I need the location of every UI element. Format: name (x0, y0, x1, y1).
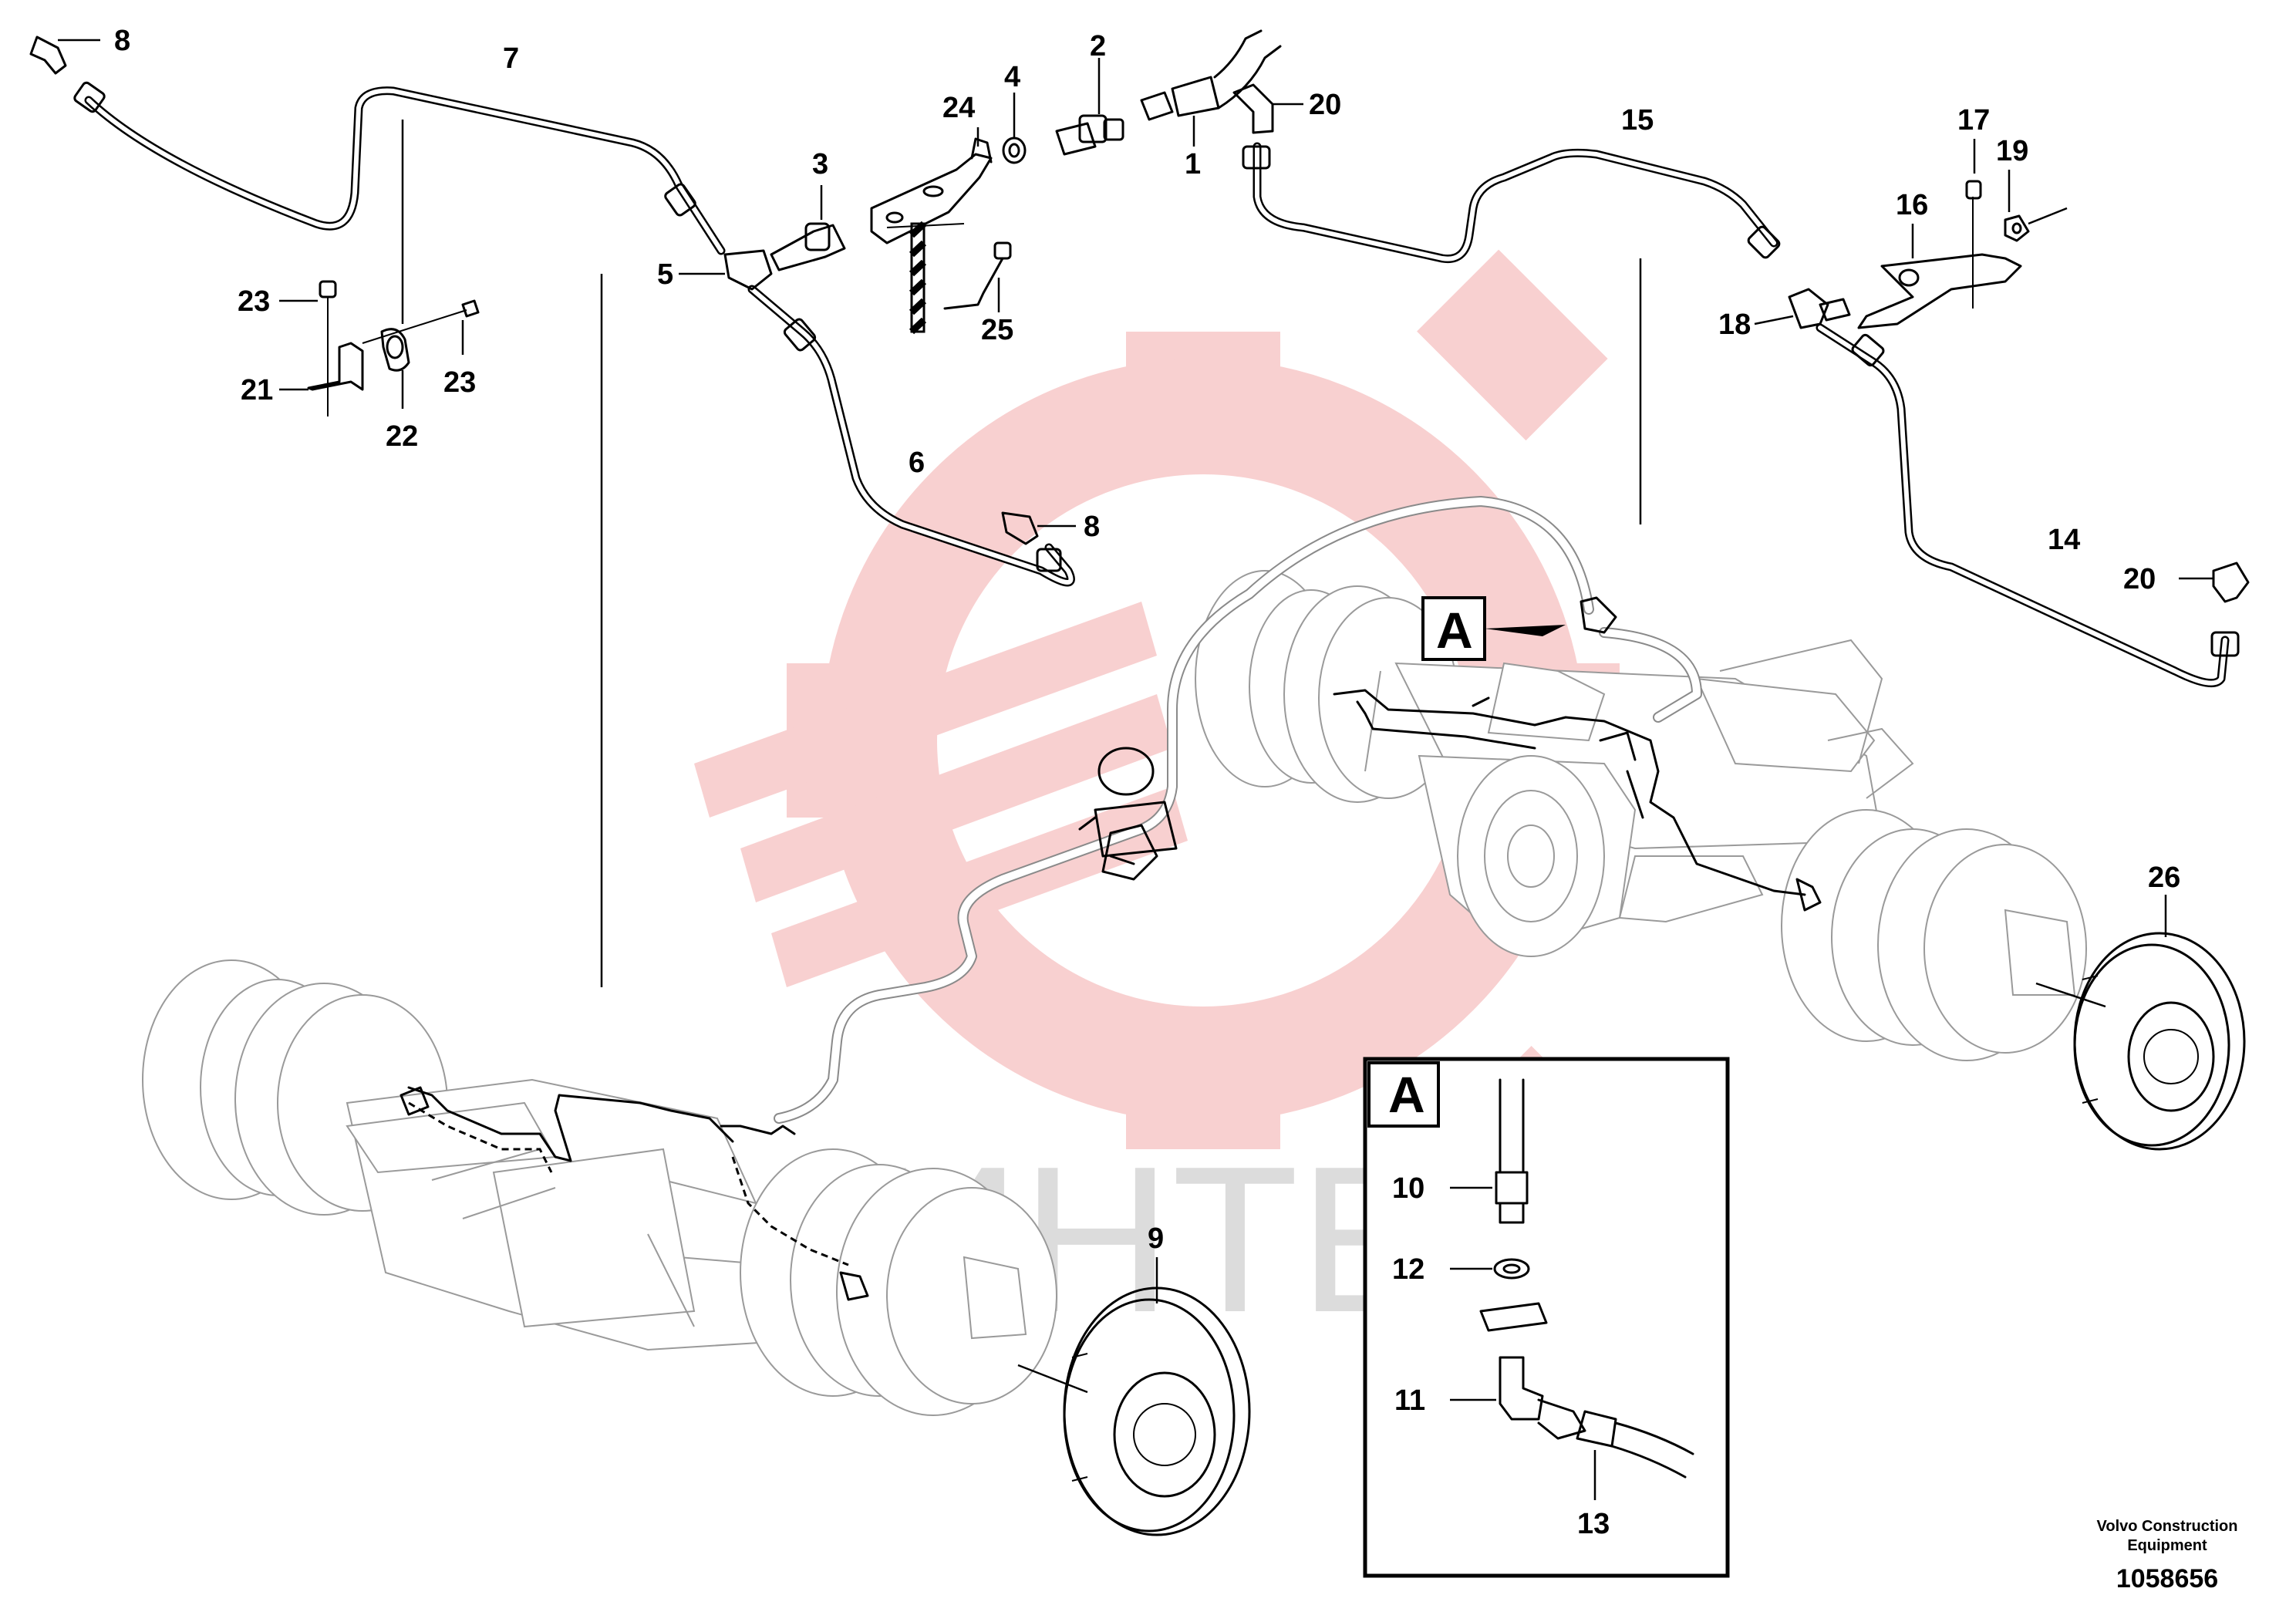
callout-11: 11 (1394, 1384, 1425, 1417)
callout-12: 12 (1392, 1253, 1424, 1286)
brake-pipe-7 (73, 81, 726, 255)
callout-13: 13 (1577, 1508, 1610, 1540)
callout-8-top: 8 (114, 25, 130, 57)
callout-18: 18 (1718, 309, 1751, 341)
callout-8-mid: 8 (1084, 511, 1100, 543)
callout-9: 9 (1148, 1222, 1164, 1255)
document-number: 1058656 (2116, 1564, 2218, 1593)
callout-6: 6 (909, 447, 925, 479)
adapter-2 (1055, 58, 1124, 156)
brake-accumulator-valve (1078, 747, 1178, 881)
callout-5: 5 (657, 258, 673, 291)
brake-pipe-14 (1816, 323, 2240, 688)
hose-1 (1140, 29, 1282, 147)
detail-box-label: A (1388, 1066, 1425, 1123)
callout-2: 2 (1090, 30, 1106, 62)
elbow-fitting-20-top (1232, 83, 1303, 134)
brake-hose-main (774, 496, 1702, 1124)
bolt-23-right (362, 299, 480, 355)
connector-3 (770, 185, 846, 271)
bracket-21 (279, 342, 364, 391)
brand-line-2: Equipment (2127, 1537, 2207, 1554)
bolt-23-left (279, 280, 337, 416)
callout-3: 3 (812, 148, 828, 180)
elbow-fitting-8-mid (1001, 511, 1076, 545)
brake-disc-9 (1017, 1257, 1251, 1536)
detail-marker-label: A (1436, 602, 1473, 659)
tee-fitting-5 (679, 249, 773, 291)
callout-22: 22 (386, 420, 418, 453)
detail-view-a: A (1363, 1057, 1730, 1578)
callout-10: 10 (1392, 1172, 1424, 1205)
brand-line-1: Volvo Construction (2097, 1518, 2238, 1535)
brake-pipe-15 (1242, 142, 1781, 264)
callout-4: 4 (1004, 61, 1020, 93)
callout-1: 1 (1185, 148, 1201, 180)
front-axle-assembly (142, 959, 1057, 1416)
callout-25: 25 (981, 314, 1013, 346)
callout-20-right: 20 (2123, 563, 2156, 595)
tee-fitting-18 (1754, 288, 1851, 329)
callout-labels: 1 2 3 4 5 6 7 8 8 9 10 11 12 13 14 15 16… (114, 25, 2180, 1540)
washer-4 (1002, 93, 1027, 164)
callout-24: 24 (942, 92, 975, 124)
brake-disc-26 (2035, 895, 2246, 1151)
detail-marker-a: A (1421, 596, 1566, 661)
callout-15: 15 (1621, 104, 1654, 137)
callout-21: 21 (241, 374, 273, 406)
elbow-fitting-20-right (2179, 561, 2250, 603)
clamp-22 (380, 328, 410, 409)
nut-19 (2004, 170, 2068, 242)
footer-brand: Volvo Construction Equipment 1058656 (2097, 1518, 2238, 1593)
callout-16: 16 (1896, 189, 1928, 221)
bracket-16 (1857, 224, 2022, 329)
bolt-17 (1965, 139, 1982, 309)
callout-7: 7 (503, 42, 519, 75)
callout-23-left: 23 (238, 285, 270, 318)
elbow-fitting-8-top (29, 35, 100, 75)
callout-20-top: 20 (1309, 89, 1341, 121)
bracket-24 (870, 127, 993, 244)
bolt-25 (943, 241, 1012, 312)
bracket-mount-post (886, 221, 965, 335)
callout-19: 19 (1996, 135, 2028, 167)
brake-pipe-6 (747, 285, 1075, 587)
rear-axle-assembly (1195, 570, 2087, 1061)
callout-26: 26 (2148, 862, 2180, 894)
callout-17: 17 (1957, 104, 1990, 137)
callout-14: 14 (2048, 524, 2080, 556)
callout-23-right: 23 (443, 366, 476, 399)
